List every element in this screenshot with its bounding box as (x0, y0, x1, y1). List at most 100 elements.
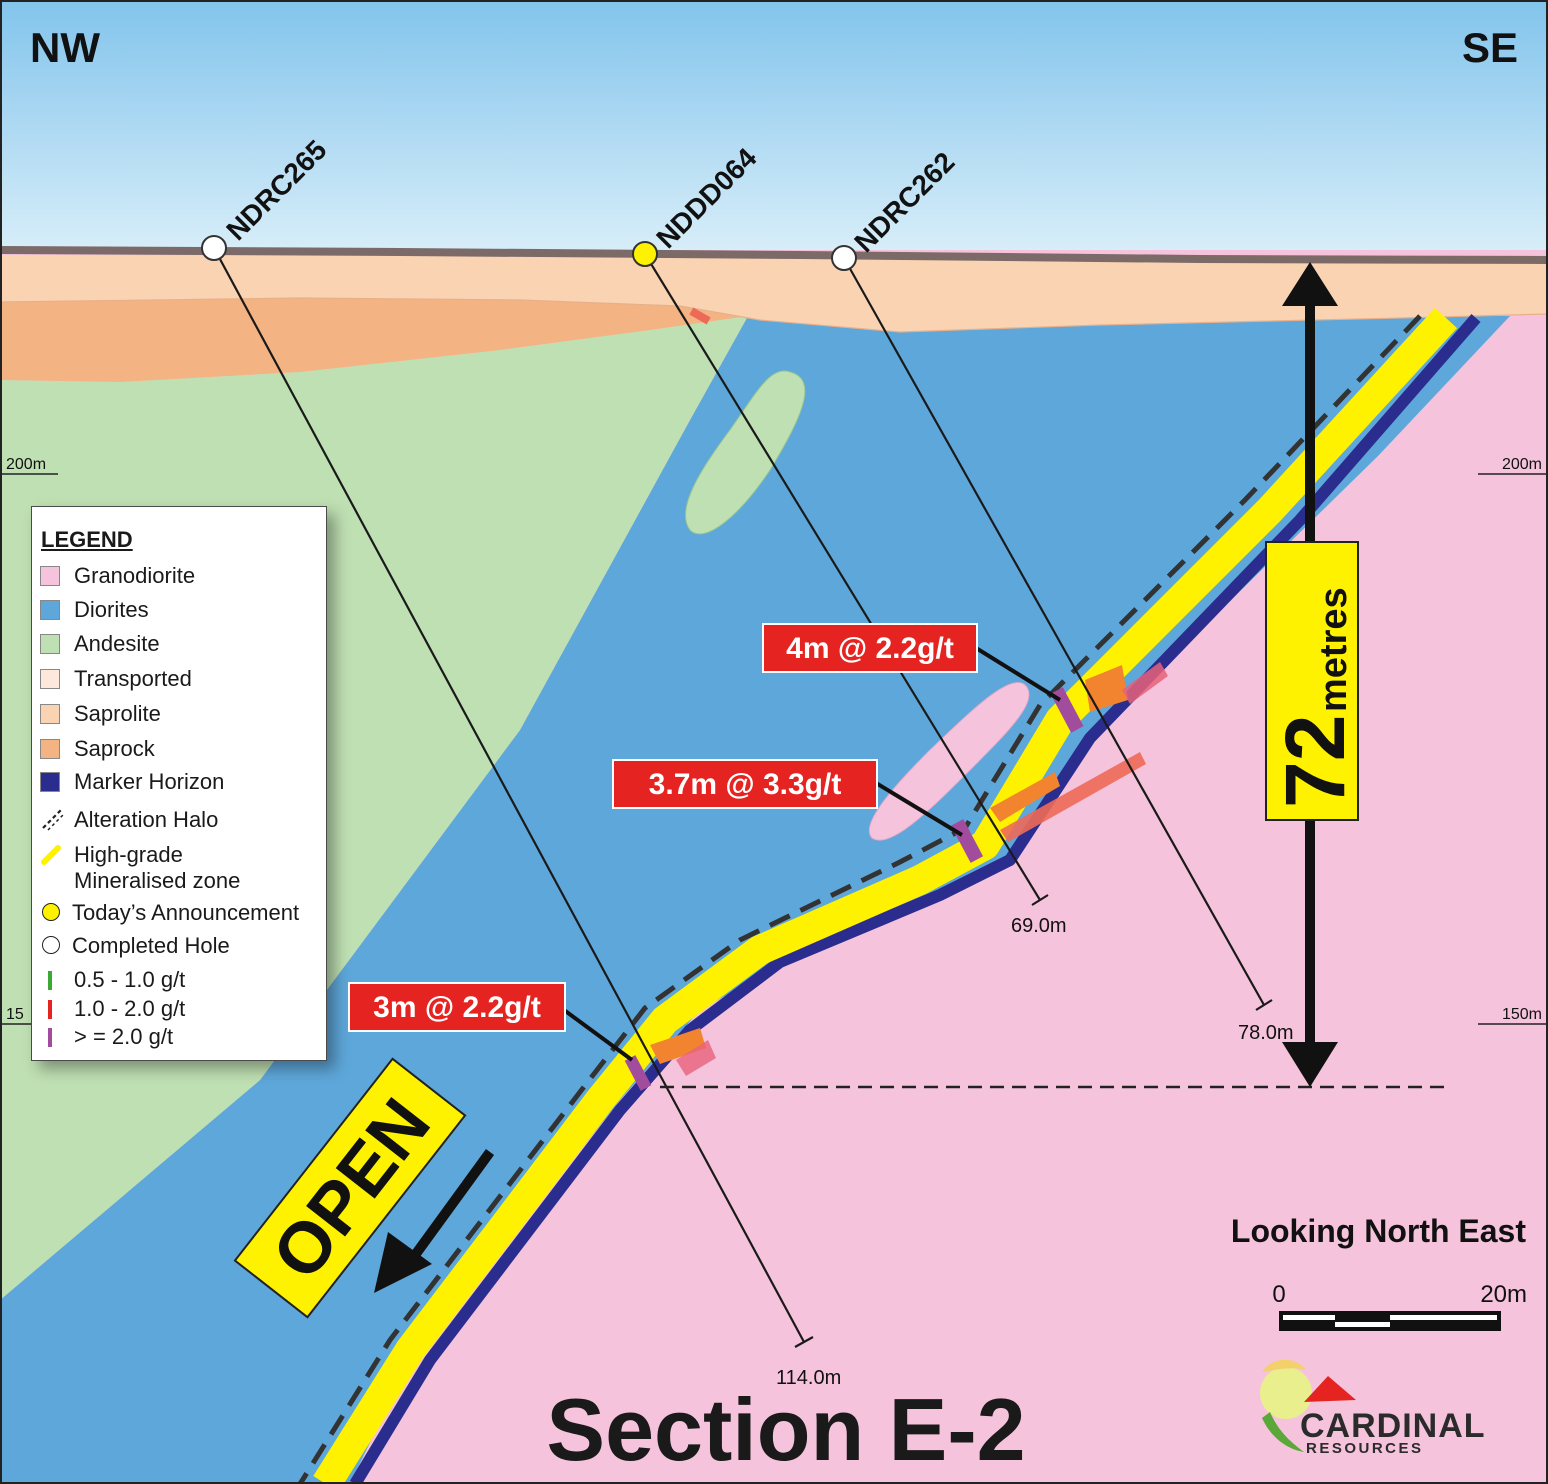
elevation-label: 200m (1502, 456, 1542, 473)
granodiorite-lens (868, 682, 1030, 841)
legend-item-diorites: Diorites (40, 597, 149, 623)
saprolite-boundary (0, 297, 1548, 333)
elevation-label: 150m (1502, 1006, 1542, 1023)
scale-bar-segment (1390, 1315, 1497, 1320)
legend-label: Andesite (74, 631, 160, 656)
legend-label: Saprolite (74, 701, 161, 726)
yellow-circle-icon (42, 903, 60, 921)
saprock-layer (0, 298, 748, 382)
legend-item-andesite: Andesite (40, 631, 160, 657)
elevation-label: 15 (6, 1006, 24, 1023)
legend-label: Alteration Halo (74, 807, 219, 832)
drill-traces (213, 247, 1273, 1348)
legend-label: Granodiorite (74, 563, 196, 588)
andesite-lens (685, 370, 806, 535)
diorites-swatch-icon (40, 600, 60, 620)
intercept-label: 4m @ 2.2g/t (762, 623, 978, 673)
white-circle-icon (42, 936, 60, 954)
thickness-unit: metres (1313, 587, 1355, 712)
intercept-leaders (562, 646, 1062, 1062)
arrow-up-icon (1282, 262, 1338, 306)
logo-wing-red-icon (1304, 1376, 1356, 1402)
saprock-swatch-icon (40, 739, 60, 759)
company-logo: CARDINAL RESOURCES (1260, 1359, 1486, 1457)
logo-name: CARDINAL (1300, 1407, 1486, 1445)
open-label-box (233, 1057, 467, 1319)
legend-title: LEGEND (41, 527, 133, 552)
leader-line (562, 1008, 634, 1062)
scale-bar-frame (1279, 1311, 1501, 1331)
scale-bar-segment (1335, 1322, 1390, 1327)
collar-today-icon (632, 241, 658, 267)
andesite-swatch-icon (40, 634, 60, 654)
legend-item-high-grade: High-grade Mineralised zone (40, 842, 240, 894)
drill-trace-end-tick (1255, 999, 1273, 1011)
hole-depth: 114.0m (776, 1367, 841, 1389)
legend-item-transported: Transported (40, 666, 192, 692)
intercept-label-box (348, 982, 566, 1032)
legend-label: Completed Hole (72, 933, 230, 958)
assay-bar-purple (950, 819, 984, 863)
assay-bar-orange (990, 772, 1060, 822)
legend-label: High-grade (74, 842, 183, 867)
legend-label: 0.5 - 1.0 g/t (74, 967, 186, 992)
drill-trace-ndrc262 (843, 257, 1265, 1006)
legend-item-marker-horizon: Marker Horizon (40, 769, 224, 795)
purple-bar-icon (48, 1028, 52, 1047)
yellow-bar-icon (41, 845, 61, 865)
legend-label: Diorites (74, 597, 149, 622)
legend-panel: LEGEND Granodiorite Diorites Andesite Tr… (31, 506, 327, 1061)
mineralised-zone (313, 307, 1458, 1484)
assay-bar-purple (624, 1055, 652, 1091)
thickness-value: 72 (1268, 715, 1362, 808)
drill-trace-nddd064 (644, 253, 1041, 901)
hole-depth: 69.0m (1011, 915, 1067, 937)
intercept-label: 3.7m @ 3.3g/t (612, 759, 878, 809)
granodiorite-swatch-icon (40, 566, 60, 586)
legend-item-granodiorite: Granodiorite (40, 563, 195, 589)
intercept-label-text: 3m @ 2.2g/t (373, 991, 541, 1024)
arrow-down-icon (1282, 1042, 1338, 1087)
elevation-label: 200m (6, 456, 46, 473)
scale-bar-segment (1283, 1315, 1335, 1320)
collar-completed-icon (201, 235, 227, 261)
intercept-label-text: 4m @ 2.2g/t (786, 632, 954, 665)
open-arrow-shaft (405, 1149, 495, 1265)
collar-completed-icon (831, 245, 857, 271)
scale-bar-start: 0 (1272, 1281, 1285, 1308)
sky (0, 0, 1548, 255)
drill-trace-end-tick (1031, 894, 1049, 906)
assay-bar-red (1000, 752, 1146, 842)
scale-bar (1279, 1311, 1501, 1331)
assay-bar-red (676, 1040, 716, 1076)
logo-subtitle: RESOURCES (1306, 1440, 1424, 1457)
ground-surface (0, 246, 1548, 264)
legend-label: Mineralised zone (74, 868, 241, 893)
marker-horizon (349, 314, 1481, 1484)
orientation-left: NW (30, 24, 100, 71)
legend-item-alteration-halo: Alteration Halo (40, 807, 218, 833)
legend-item-todays-announcement: Today’s Announcement (40, 900, 299, 926)
intercept-label-box (762, 623, 978, 673)
legend-item-grade-mid: 1.0 - 2.0 g/t (40, 996, 185, 1022)
drill-trace-end-tick (794, 1336, 814, 1348)
leader-line (974, 646, 1062, 702)
logo-leaf-icon (1262, 1359, 1306, 1372)
transported-swatch-icon (40, 669, 60, 689)
logo-sphere-icon (1260, 1367, 1312, 1419)
thickness-callout-box (1265, 541, 1359, 821)
dashed-line-icon (42, 809, 64, 831)
legend-item-grade-high: > = 2.0 g/t (40, 1024, 173, 1050)
legend-item-completed-hole: Completed Hole (40, 933, 230, 959)
hole-depth: 78.0m (1238, 1022, 1294, 1044)
legend-label: Transported (74, 666, 192, 691)
drill-trace-ndrc265 (213, 247, 805, 1343)
assay-bar-shallow (689, 307, 711, 325)
leader-line (874, 781, 964, 837)
intercept-label-text: 3.7m @ 3.3g/t (649, 768, 842, 801)
red-bar-icon (48, 1000, 52, 1019)
scale-bar-end: 20m (1480, 1281, 1527, 1308)
arrow-down-left-icon (374, 1232, 432, 1293)
